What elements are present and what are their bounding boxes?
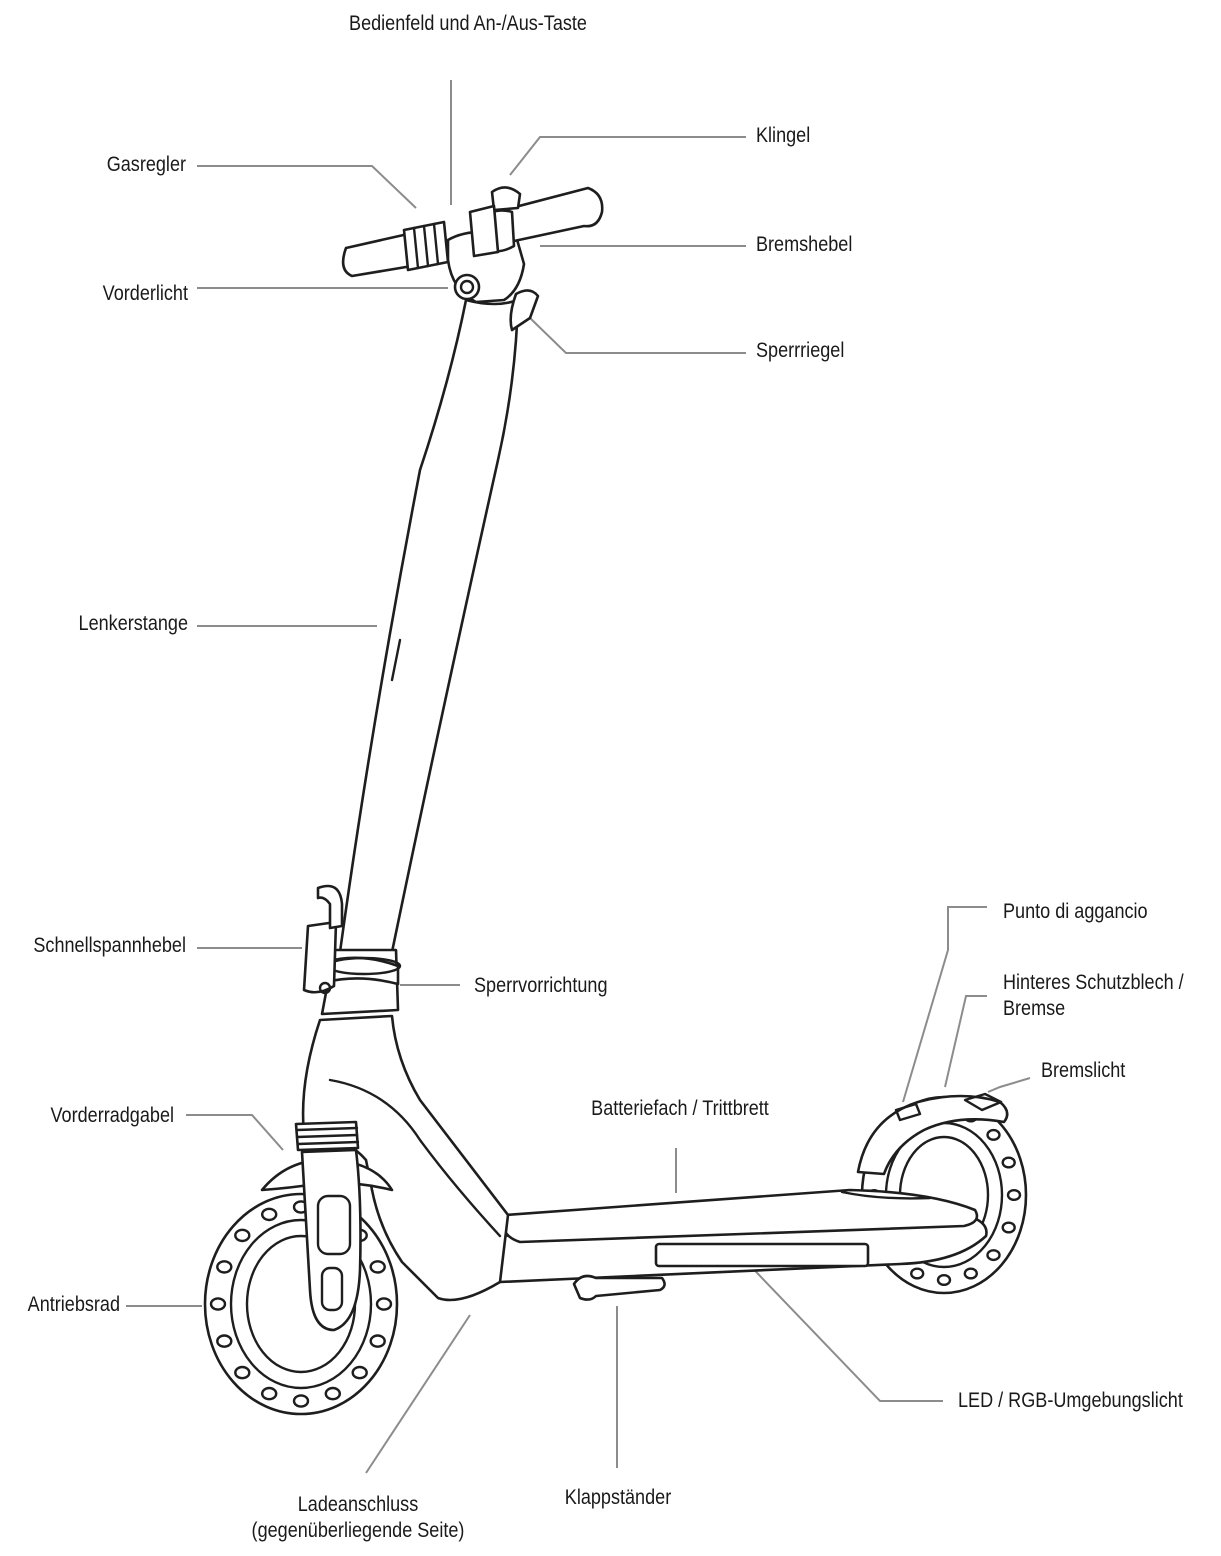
label-schutzblech-2: Bremse — [1003, 997, 1066, 1020]
tyre-hole — [986, 1128, 1001, 1141]
leader-gasregler — [197, 165, 417, 209]
label-klappstaender: Klappständer — [564, 1486, 672, 1509]
label-sperrriegel: Sperrriegel — [756, 339, 845, 362]
tyre-hole — [375, 1297, 393, 1311]
leader-led — [737, 1252, 943, 1402]
label-bremshebel: Bremshebel — [756, 233, 853, 256]
label-bedienfeld: Bedienfeld und An-/Aus-Taste — [349, 12, 587, 35]
label-sperrvorrichtung: Sperrvorrichtung — [474, 974, 608, 997]
tyre-hole — [261, 1386, 278, 1401]
tyre-hole — [986, 1249, 1001, 1262]
label-klingel: Klingel — [756, 124, 811, 147]
leader-lines — [126, 80, 1031, 1474]
tyre-hole — [936, 1273, 952, 1286]
label-ladeanschluss-2: (gegenüberliegende Seite) — [251, 1519, 465, 1542]
handlebar-right — [494, 186, 604, 246]
leader-vorderradgabel — [186, 1114, 284, 1151]
tyre-hole — [292, 1394, 310, 1408]
tyre-hole — [234, 1228, 251, 1243]
front-wheel — [203, 1192, 399, 1416]
tyre-hole — [234, 1365, 251, 1380]
tyre-hole — [910, 1267, 925, 1280]
label-led: LED / RGB-Umgebungslicht — [958, 1389, 1183, 1412]
leader-schutzblech — [944, 995, 987, 1088]
rear-fender — [856, 1094, 1009, 1176]
tyre-hole — [216, 1334, 233, 1348]
quick-release-lever — [302, 920, 338, 994]
front-fork — [300, 1148, 362, 1332]
label-antriebsrad: Antriebsrad — [27, 1293, 120, 1316]
tyre-hole — [351, 1365, 368, 1380]
label-ladeanschluss-1: Ladeanschluss — [297, 1493, 419, 1516]
label-schutzblech-1: Hinteres Schutzblech / — [1003, 971, 1184, 994]
lock-latch — [509, 289, 540, 332]
label-vorderlicht: Vorderlicht — [102, 282, 188, 305]
tyre-hole — [216, 1260, 233, 1274]
tyre-hole — [209, 1297, 227, 1311]
leader-punto — [902, 906, 987, 1103]
tyre-hole — [261, 1207, 278, 1222]
tyre-hole — [369, 1260, 386, 1274]
tyre-hole — [324, 1386, 341, 1401]
tyre-hole — [369, 1334, 386, 1348]
deck-top — [502, 1188, 979, 1244]
fork-collar — [294, 1120, 360, 1152]
leader-klingel — [509, 136, 746, 176]
led-strip — [654, 1242, 870, 1268]
front-light — [453, 273, 481, 301]
folding-joint — [302, 884, 402, 1016]
label-batteriefach: Batteriefach / Trittbrett — [591, 1097, 769, 1120]
leader-bremslicht — [987, 1077, 1031, 1093]
tyre-hole — [1001, 1221, 1016, 1234]
label-schnellspannhebel: Schnellspannhebel — [33, 934, 186, 957]
bell — [490, 186, 522, 212]
label-gasregler: Gasregler — [106, 153, 186, 176]
label-lenkerstange: Lenkerstange — [78, 612, 188, 635]
label-punto: Punto di aggancio — [1003, 900, 1148, 923]
scooter-drawing — [203, 186, 1028, 1416]
stem — [338, 298, 520, 954]
label-vorderradgabel: Vorderradgabel — [50, 1104, 175, 1127]
leader-sperrriegel — [529, 317, 746, 354]
tyre-hole — [963, 1267, 978, 1280]
label-bremslicht: Bremslicht — [1041, 1059, 1126, 1082]
handlebar-left — [341, 232, 414, 278]
kickstand — [572, 1274, 666, 1301]
leader-ladeanschluss — [365, 1314, 471, 1474]
tyre-hole — [1006, 1188, 1022, 1201]
tyre-hole — [1001, 1156, 1016, 1169]
